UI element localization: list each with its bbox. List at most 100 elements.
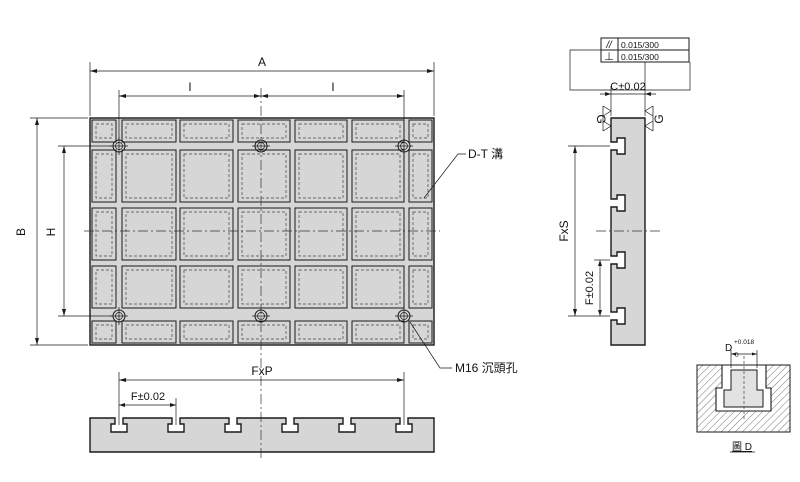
slot-undercut: [183, 153, 230, 199]
slot-undercut: [95, 269, 113, 305]
grid-cell: [294, 265, 348, 309]
slot-undercut: [412, 123, 429, 139]
grid-cell: [179, 320, 234, 344]
slot-undercut: [241, 153, 287, 199]
grid-cell: [294, 207, 348, 261]
grid-cell: [351, 265, 405, 309]
slot-undercut: [355, 324, 401, 340]
slot-undercut: [125, 153, 173, 199]
slot-undercut: [412, 324, 429, 340]
grid-cell: [237, 265, 291, 309]
slot-undercut: [355, 153, 401, 199]
grid-cell: [351, 149, 405, 203]
top-view: A l l B H: [14, 55, 518, 375]
slot-undercut: [125, 269, 173, 305]
grid-cell: [121, 119, 177, 143]
slot-undercut: [183, 123, 230, 139]
slot-undercut: [183, 211, 230, 257]
side-view: // 0.015/300 ⊥ 0.015/300 C±0.02 G: [557, 37, 691, 346]
perpendicular-value: 0.015/300: [621, 52, 659, 62]
dim-fxs-label: FxS: [557, 220, 571, 241]
plate-grid: [91, 119, 433, 344]
slot-undercut: [412, 269, 429, 305]
dimension-c: C±0.02: [600, 81, 656, 116]
dimension-h: H: [44, 145, 112, 317]
grid-cell: [121, 265, 177, 309]
slot-undercut: [95, 153, 113, 199]
detail-d-caption: 圖 D: [732, 441, 752, 453]
dim-d-tol: +0.018: [734, 339, 754, 346]
grid-cell: [237, 207, 291, 261]
grid-cell: [121, 207, 177, 261]
grid-cell: [179, 149, 234, 203]
dimension-f-front: F±0.02: [119, 391, 177, 425]
grid-cell: [121, 320, 177, 344]
dimension-fxp: FxP: [118, 364, 405, 425]
grid-cell: [408, 265, 433, 309]
slot-undercut: [95, 324, 113, 340]
slot-undercut: [183, 269, 230, 305]
dim-a-label: A: [258, 55, 266, 69]
slot-undercut: [298, 123, 344, 139]
grid-cell: [91, 320, 117, 344]
datum-g-right: G: [644, 105, 666, 132]
dim-fxp-label: FxP: [251, 364, 272, 378]
slot-undercut: [412, 153, 429, 199]
grid-cell: [294, 119, 348, 143]
datum-g-left-label: G: [594, 114, 608, 123]
grid-cell: [294, 149, 348, 203]
slot-undercut: [355, 123, 401, 139]
slot-undercut: [125, 324, 173, 340]
slot-undercut: [355, 211, 401, 257]
counterbore-leader: M16 沉頭孔: [409, 321, 518, 375]
counterbore-hole: [252, 139, 270, 153]
slot-undercut: [298, 211, 344, 257]
grid-cell: [408, 320, 433, 344]
counterbore-hole: [252, 309, 270, 323]
dim-d-label: D: [725, 343, 732, 354]
dim-h-label: H: [44, 228, 58, 237]
dimension-a: A: [89, 55, 435, 116]
grid-cell: [351, 207, 405, 261]
slot-undercut: [241, 211, 287, 257]
dim-d-sub: 0: [735, 352, 739, 359]
dim-l-right-label: l: [332, 80, 335, 94]
slot-undercut: [241, 324, 287, 340]
slot-undercut: [298, 324, 344, 340]
dim-b-label: B: [14, 228, 28, 236]
slot-undercut: [298, 153, 344, 199]
grid-cell: [351, 119, 405, 143]
grid-cell: [294, 320, 348, 344]
dimension-b: B: [14, 117, 88, 346]
slot-undercut: [183, 324, 230, 340]
perpendicular-symbol: ⊥: [604, 51, 614, 63]
front-view: FxP F±0.02: [89, 358, 435, 460]
dim-c-label: C±0.02: [610, 81, 645, 93]
parallel-symbol: //: [605, 40, 613, 51]
grid-cell: [237, 320, 291, 344]
dimension-fxs: FxS: [557, 145, 610, 317]
dim-f-side-label: F±0.02: [584, 271, 596, 305]
slot-undercut: [125, 211, 173, 257]
grid-cell: [179, 207, 234, 261]
grid-cell: [91, 207, 117, 261]
slot-undercut: [125, 123, 173, 139]
grid-cell: [408, 119, 433, 143]
dimension-l: l l: [118, 80, 405, 140]
slot-undercut: [241, 123, 287, 139]
front-view-body: [89, 417, 435, 453]
grid-cell: [179, 119, 234, 143]
slot-undercut: [355, 269, 401, 305]
counterbore-label: M16 沉頭孔: [455, 361, 518, 375]
dim-l-left-label: l: [189, 80, 192, 94]
slot-undercut: [95, 211, 113, 257]
counterbore-hole: [110, 307, 128, 325]
grid-cell: [91, 149, 117, 203]
geometric-tolerance-frame: // 0.015/300 ⊥ 0.015/300: [600, 37, 690, 63]
grid-cell: [121, 149, 177, 203]
dimension-f-side: F±0.02: [584, 259, 610, 316]
grid-cell: [408, 149, 433, 203]
grid-cell: [179, 265, 234, 309]
side-view-body: [610, 117, 646, 346]
datum-g-left: G: [594, 105, 612, 132]
